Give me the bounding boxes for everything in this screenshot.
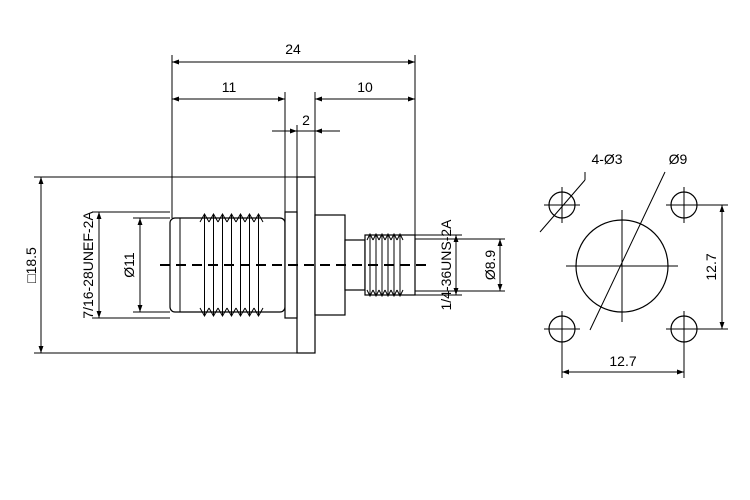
- dim-flange-thickness: 2: [302, 112, 310, 128]
- diameter-right-label: Ø8.9: [482, 250, 498, 281]
- dim-left-length: 11: [222, 79, 237, 95]
- hole-spacing-horizontal-label: 12.7: [609, 353, 636, 369]
- center-diameter-label: Ø9: [669, 151, 688, 167]
- dim-flange-square: □18.5: [23, 247, 39, 283]
- hole-spacing-vertical-label: 12.7: [703, 253, 719, 280]
- side-view: 24 11 10 2 □18.5 7/16-28UNEF-2A Ø11 1/4-…: [23, 41, 505, 354]
- thread-right-label: 1/4-36UNS-2A: [438, 219, 454, 311]
- hole-spec-label: 4-Ø3: [591, 151, 622, 167]
- mount-hole-bottom-right: [666, 311, 702, 347]
- diameter-left-label: Ø11: [121, 252, 137, 278]
- dim-right-length: 10: [357, 79, 373, 95]
- thread-left-label: 7/16-28UNEF-2A: [80, 211, 96, 319]
- dim-overall-length: 24: [285, 41, 301, 57]
- front-view: 4-Ø3 Ø9 12.7 12.7: [539, 151, 728, 378]
- mount-hole-bottom-left: [544, 311, 580, 347]
- mount-hole-top-right: [666, 187, 702, 223]
